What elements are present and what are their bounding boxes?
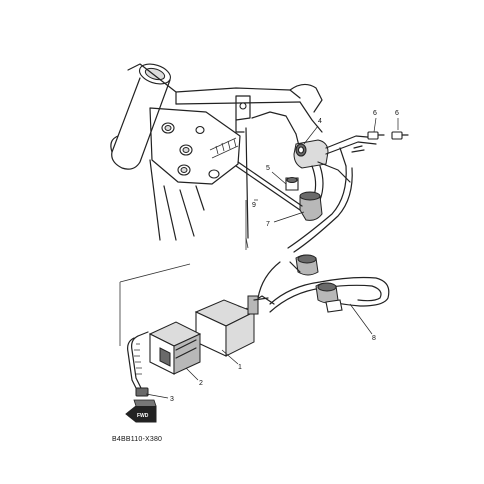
diagram-code: B4BB110-X380: [112, 436, 162, 443]
band-strap: [127, 331, 149, 397]
callout-5: 5: [266, 165, 270, 172]
reference-lines: [119, 200, 247, 346]
fwd-label: FWD: [137, 413, 149, 419]
callout-7: 7: [266, 221, 270, 228]
frame-outline: [110, 63, 323, 249]
callout-6b: 6: [395, 110, 399, 117]
callout-9: 9: [252, 202, 256, 209]
cdi-unit: [194, 295, 269, 357]
wire-harness: [247, 254, 390, 313]
fwd-arrow-icon: FWD: [125, 399, 157, 423]
callout-1: 1: [238, 364, 242, 371]
ignition-coil-assembly: [235, 131, 409, 299]
callout-4: 4: [318, 118, 322, 125]
callout-8: 8: [372, 335, 376, 342]
leader-lines: [145, 117, 399, 399]
callout-3: 3: [170, 396, 174, 403]
callout-6a: 6: [373, 110, 377, 117]
callout-2: 2: [199, 380, 203, 387]
cdi-rubber-holder: [148, 321, 202, 375]
